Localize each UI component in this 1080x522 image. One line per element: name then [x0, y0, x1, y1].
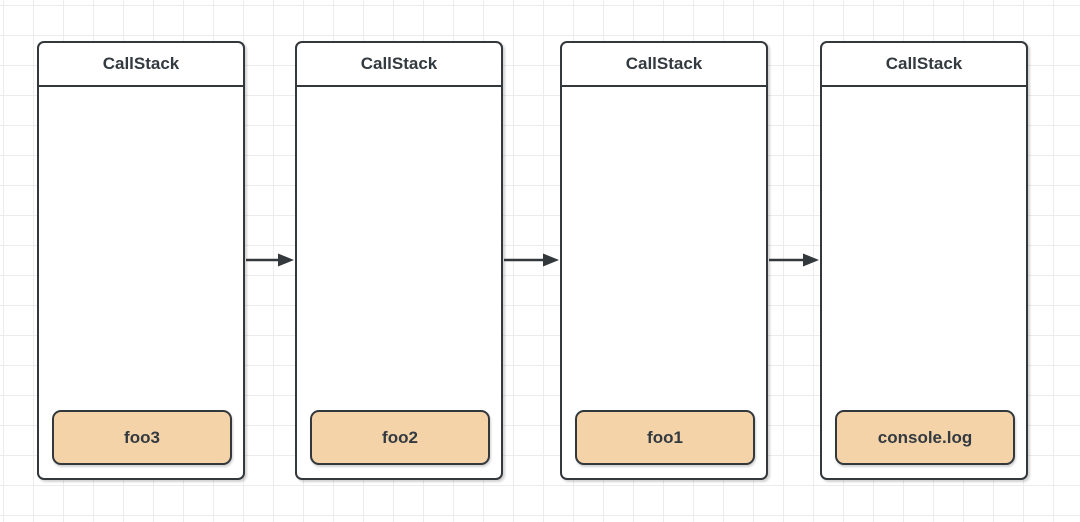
callstack-box-3: CallStack foo1 — [560, 41, 768, 480]
stack-frame-foo3: foo3 — [52, 410, 232, 465]
arrow-right-icon — [769, 253, 819, 267]
callstack-box-1: CallStack foo3 — [37, 41, 245, 480]
callstack-box-2: CallStack foo2 — [295, 41, 503, 480]
stack-frame-foo1: foo1 — [575, 410, 755, 465]
callstack-title: CallStack — [822, 43, 1026, 87]
callstack-title: CallStack — [297, 43, 501, 87]
arrow-right-icon — [504, 253, 559, 267]
stack-frame-foo2: foo2 — [310, 410, 490, 465]
callstack-title: CallStack — [39, 43, 243, 87]
arrow-right-icon — [246, 253, 294, 267]
callstack-box-4: CallStack console.log — [820, 41, 1028, 480]
stack-frame-console-log: console.log — [835, 410, 1015, 465]
callstack-title: CallStack — [562, 43, 766, 87]
